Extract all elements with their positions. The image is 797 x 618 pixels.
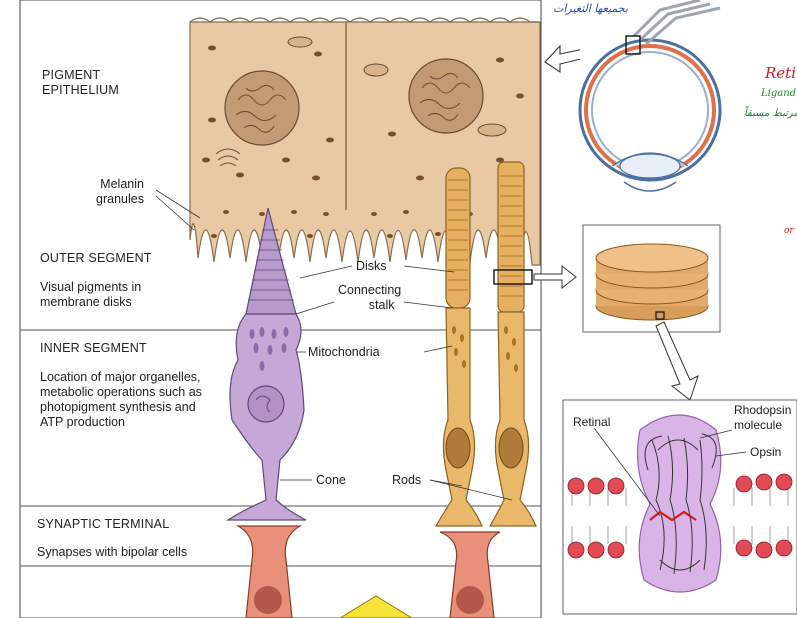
cone-nucleus: [248, 386, 284, 422]
handwriting-arabic-top: بجميعها التغيرات: [553, 2, 628, 15]
inner-desc-line4: ATP production: [40, 415, 202, 430]
connecting-line1: Connecting: [338, 283, 401, 298]
handwriting-edge: or: [784, 226, 794, 236]
label-opsin: Opsin: [750, 445, 781, 460]
label-connecting-stalk: Connecting stalk: [338, 283, 401, 313]
handwriting-ligand: Ligand: [761, 88, 796, 99]
inner-desc-line2: metabolic operations such as: [40, 385, 202, 400]
synaptic-desc: Synapses with bipolar cells: [37, 545, 187, 560]
pigment-nucleus: [409, 59, 483, 133]
outer-segment-desc: Visual pigments in membrane disks: [40, 280, 141, 310]
section-outer-segment: OUTER SEGMENT: [40, 251, 152, 266]
arrow-to-rhodopsin: [656, 322, 698, 400]
label-rhodopsin-molecule: Rhodopsin molecule: [734, 403, 791, 433]
handwriting-arabic-side: مرتبط مسبقاً: [744, 108, 797, 119]
label-disks: Disks: [356, 259, 387, 274]
pigment-nucleus: [225, 71, 299, 145]
label-retinal: Retinal: [573, 415, 610, 430]
label-rods: Rods: [392, 473, 421, 488]
handwriting-retinal: Retin: [765, 64, 797, 82]
disk-stack: [596, 244, 708, 320]
connecting-line2: stalk: [338, 298, 401, 313]
melanin-line2: granules: [96, 192, 144, 207]
inner-desc-line1: Location of major organelles,: [40, 370, 202, 385]
label-melanin-granules: Melanin granules: [96, 177, 144, 207]
section-pigment-title-1: PIGMENT: [42, 68, 119, 83]
inner-desc-line3: photopigment synthesis and: [40, 400, 202, 415]
label-cone: Cone: [316, 473, 346, 488]
section-pigment-title-2: EPITHELIUM: [42, 83, 119, 98]
inner-segment-desc: Location of major organelles, metabolic …: [40, 370, 202, 430]
melanin-line1: Melanin: [96, 177, 144, 192]
outer-desc-line2: membrane disks: [40, 295, 141, 310]
section-inner-segment: INNER SEGMENT: [40, 341, 147, 356]
label-mitochondria: Mitochondria: [308, 345, 380, 360]
rhodopsin-line2: molecule: [734, 418, 791, 433]
rhodopsin-molecule: [638, 415, 721, 592]
rhodopsin-line1: Rhodopsin: [734, 403, 791, 418]
section-synaptic-terminal: SYNAPTIC TERMINAL: [37, 517, 169, 532]
outer-desc-line1: Visual pigments in: [40, 280, 141, 295]
eye-diagram: [580, 0, 736, 202]
section-pigment-epithelium: PIGMENT EPITHELIUM: [42, 68, 119, 98]
pigment-epithelium-cells: [190, 18, 540, 265]
